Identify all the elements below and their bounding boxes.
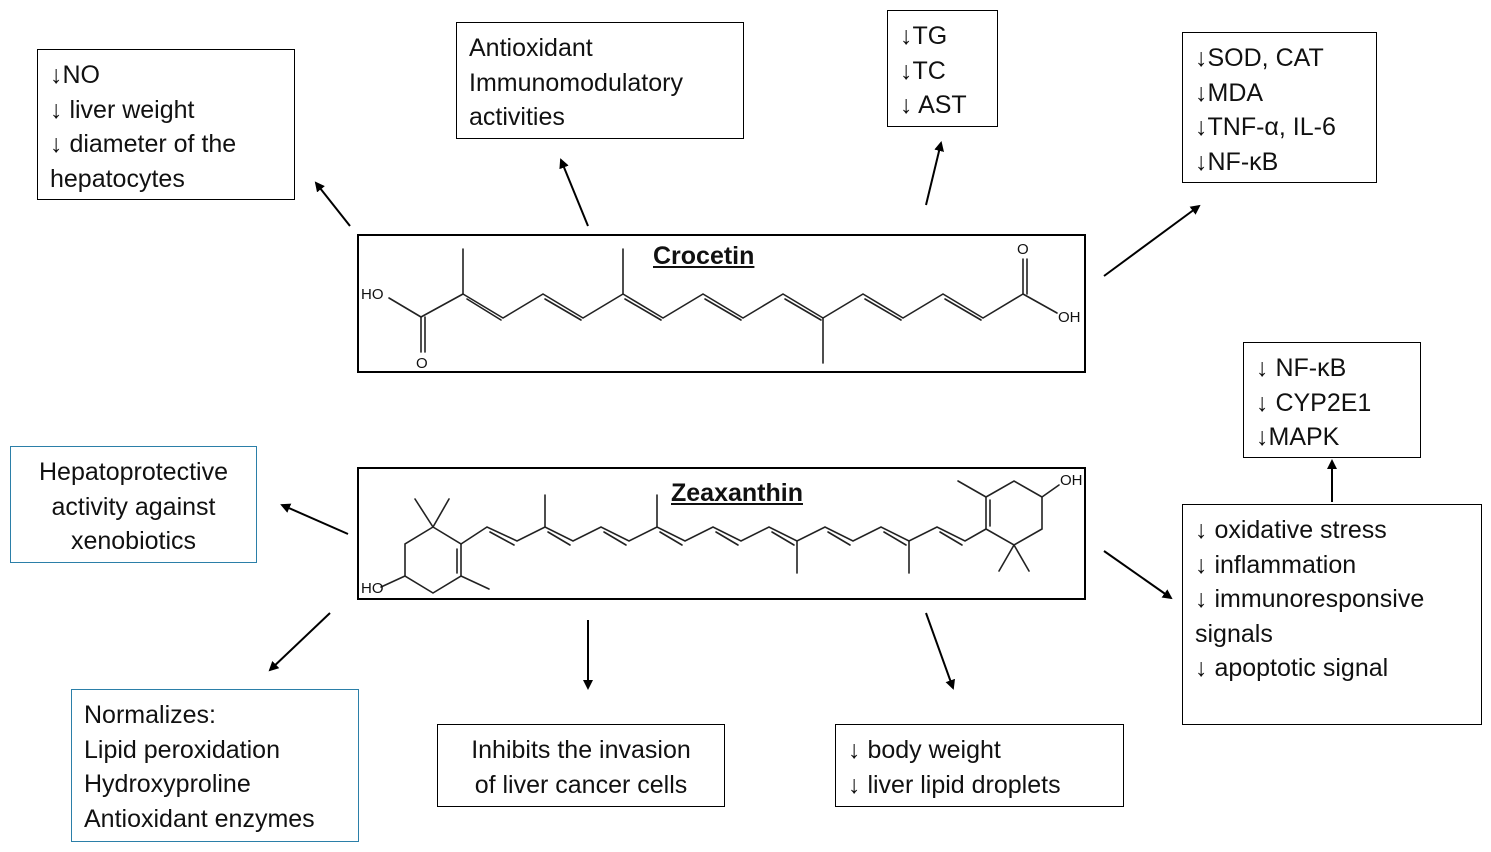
crocetin-structure: HO O O OH [361, 241, 1081, 372]
text-line: ↓SOD, CAT [1195, 44, 1324, 72]
text-line: activities [469, 103, 565, 131]
crocetin-structure-box: Crocetin HO [357, 234, 1086, 373]
hepatoprotective-box: Hepatoprotective activity against xenobi… [10, 446, 257, 563]
text-line: signals [1195, 619, 1273, 648]
text-line: ↓NF-κB [1195, 147, 1279, 176]
nfkb-cyp2e1-mapk-box: ↓ NF-κB ↓ CYP2E1 ↓MAPK [1243, 342, 1421, 458]
enzymes-box: ↓SOD, CAT ↓MDA ↓TNF-α, IL-6 ↓NF-κB [1182, 32, 1377, 183]
arrow-to-hepatoprotective [280, 503, 349, 535]
text-line: ↓ oxidative stress [1195, 516, 1387, 544]
text-line: ↓ AST [900, 91, 967, 119]
crocetin-o-bottom-label: O [416, 355, 428, 372]
text-line: Antioxidant enzymes [84, 804, 315, 833]
arrow-to-oxidative [1103, 550, 1173, 600]
text-line: Lipid peroxidation [84, 735, 280, 764]
text-line: Hepatoprotective [38, 458, 228, 486]
text-line: Antioxidant [469, 34, 593, 62]
text-line: xenobiotics [70, 527, 197, 555]
text-line: ↓TG [900, 22, 948, 50]
zeaxanthin-ho-label: HO [361, 580, 384, 597]
text-line: ↓MAPK [1256, 423, 1340, 451]
zeaxanthin-structure-box: Zeaxanthin [357, 467, 1086, 600]
arrow-to-no-liver [314, 181, 351, 227]
arrow-to-body-weight [925, 612, 955, 690]
text-line: ↓NO [50, 61, 100, 89]
crocetin-ho-label: HO [361, 286, 384, 303]
text-line: ↓ CYP2E1 [1256, 388, 1372, 417]
body-weight-box: ↓ body weight ↓ liver lipid droplets [835, 724, 1124, 807]
text-line: ↓ liver weight [50, 95, 195, 124]
text-line: of liver cancer cells [474, 770, 688, 799]
invasion-inhibition-box: Inhibits the invasion of liver cancer ce… [437, 724, 725, 807]
text-line: ↓MDA [1195, 78, 1264, 107]
oxidative-stress-box: ↓ oxidative stress ↓ inflammation ↓ immu… [1182, 504, 1482, 725]
text-line: Normalizes: [84, 701, 216, 729]
crocetin-o-top-label: O [1017, 241, 1029, 258]
lipids-box: ↓TG ↓TC ↓ AST [887, 10, 998, 127]
text-line: activity against [51, 492, 216, 521]
arrow-to-antioxidant [559, 158, 589, 227]
text-line: ↓ apoptotic signal [1195, 654, 1389, 682]
text-line: ↓ diameter of the [50, 130, 237, 158]
text-line: ↓TC [900, 56, 946, 85]
zeaxanthin-title: Zeaxanthin [671, 479, 803, 507]
arrow-to-enzymes [1103, 204, 1201, 277]
text-line: Immunomodulatory [469, 68, 683, 97]
text-line: ↓ immunoresponsive [1195, 585, 1425, 613]
text-line: ↓ inflammation [1195, 550, 1357, 579]
no-liver-weight-box: ↓NO ↓ liver weight ↓ diameter of the hep… [37, 49, 295, 200]
arrow-to-normalizes [268, 612, 331, 672]
text-line: ↓ liver lipid droplets [848, 770, 1061, 799]
text-line: ↓ body weight [848, 736, 1001, 764]
text-line: Inhibits the invasion [471, 736, 691, 764]
text-line: ↓ NF-κB [1256, 354, 1347, 382]
crocetin-title: Crocetin [653, 242, 755, 270]
normalizes-box: Normalizes: Lipid peroxidation Hydroxypr… [71, 689, 359, 842]
text-line: ↓TNF-α, IL-6 [1195, 113, 1336, 141]
crocetin-oh-label: OH [1058, 309, 1081, 326]
antioxidant-activities-box: Antioxidant Immunomodulatory activities [456, 22, 744, 139]
text-line: hepatocytes [50, 164, 185, 193]
arrow-to-lipids [925, 141, 944, 206]
zeaxanthin-oh-label: OH [1060, 472, 1083, 489]
text-line: Hydroxyproline [84, 770, 251, 798]
zeaxanthin-structure: HO OH [361, 472, 1083, 597]
